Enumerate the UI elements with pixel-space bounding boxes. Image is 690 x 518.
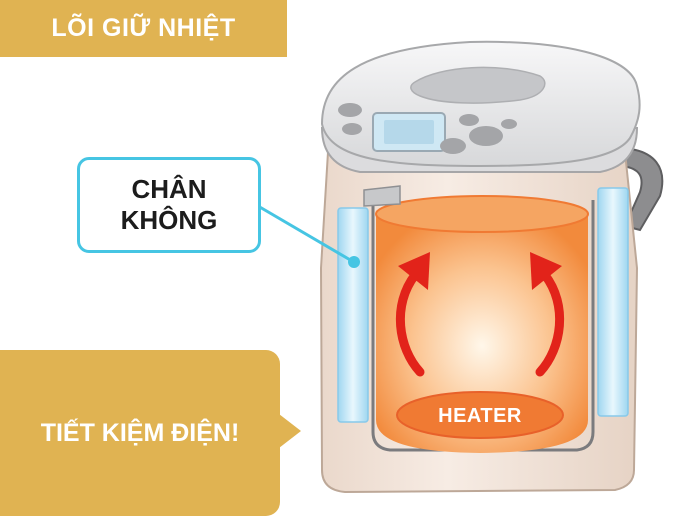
panel-button-3 xyxy=(459,114,479,126)
callout-line-2: KHÔNG xyxy=(120,205,218,235)
panel-button-1 xyxy=(338,103,362,117)
savings-banner: TIẾT KIỆM ĐIỆN! xyxy=(0,350,280,516)
vacuum-callout: CHÂN KHÔNG xyxy=(77,157,261,253)
callout-dot xyxy=(348,256,360,268)
panel-button-2 xyxy=(342,123,362,135)
title-text: LÕI GIỮ NHIỆT xyxy=(51,14,236,42)
callout-line-1: CHÂN xyxy=(131,174,207,204)
handle xyxy=(621,146,664,232)
lid xyxy=(320,40,641,168)
savings-text: TIẾT KIỆM ĐIỆN! xyxy=(40,418,240,447)
lid-grip xyxy=(410,66,546,104)
savings-pointer xyxy=(279,414,301,448)
heater-label: HEATER xyxy=(397,394,563,438)
vacuum-layer-right xyxy=(597,187,629,417)
circulation-arrow-left xyxy=(395,270,425,377)
spout xyxy=(363,185,401,207)
inner-container-top xyxy=(375,195,589,233)
callout-connector xyxy=(257,204,353,263)
panel-button-6 xyxy=(501,119,517,129)
arrowhead-left xyxy=(398,252,430,290)
title-banner: LÕI GIỮ NHIỆT xyxy=(0,0,287,57)
arrowhead-right xyxy=(530,252,562,290)
display-screen-inner xyxy=(384,120,434,144)
circulation-arrow-right xyxy=(535,270,565,377)
panel-button-5 xyxy=(440,138,466,154)
vacuum-layer-left xyxy=(337,207,369,423)
heater-text: HEATER xyxy=(438,404,522,427)
panel-button-4 xyxy=(469,126,503,146)
heater-plate xyxy=(396,391,564,439)
